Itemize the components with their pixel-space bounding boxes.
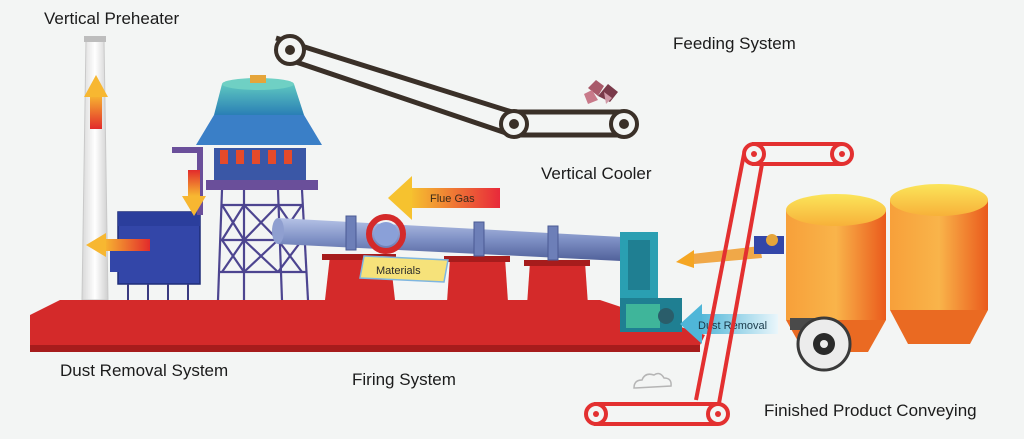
left-arrow-icon [86, 233, 150, 257]
vertical-cooler-label: Vertical Cooler [541, 164, 652, 183]
vertical-cooler-unit [620, 232, 682, 332]
flue-gas-tag: Flue Gas [430, 193, 475, 205]
feeding-system-label: Feeding System [673, 34, 796, 53]
duct [172, 147, 206, 216]
crushed-ore-icon [584, 80, 618, 104]
flue-gas-arrow: Flue Gas [388, 176, 500, 220]
dust-removal-system-label: Dust Removal System [60, 361, 229, 380]
platform [30, 300, 705, 352]
blower-fan-icon [790, 316, 852, 372]
baghouse-dust-collector [110, 211, 201, 300]
rotary-kiln [272, 214, 640, 305]
chimney [81, 36, 109, 301]
up-arrow-icon [84, 75, 108, 129]
finished-product-conveyor [584, 142, 854, 426]
cloud-icon [633, 372, 672, 389]
fuel-feed-pipe [676, 234, 784, 268]
feeding-belt [274, 34, 639, 139]
preheater-tower [196, 75, 322, 301]
firing-system-label: Firing System [352, 370, 456, 389]
vertical-preheater-label: Vertical Preheater [44, 9, 180, 28]
finished-product-conveying-label: Finished Product Conveying [764, 401, 977, 420]
materials-tag-text: Materials [376, 265, 421, 277]
materials-tag: Materials [359, 255, 449, 283]
